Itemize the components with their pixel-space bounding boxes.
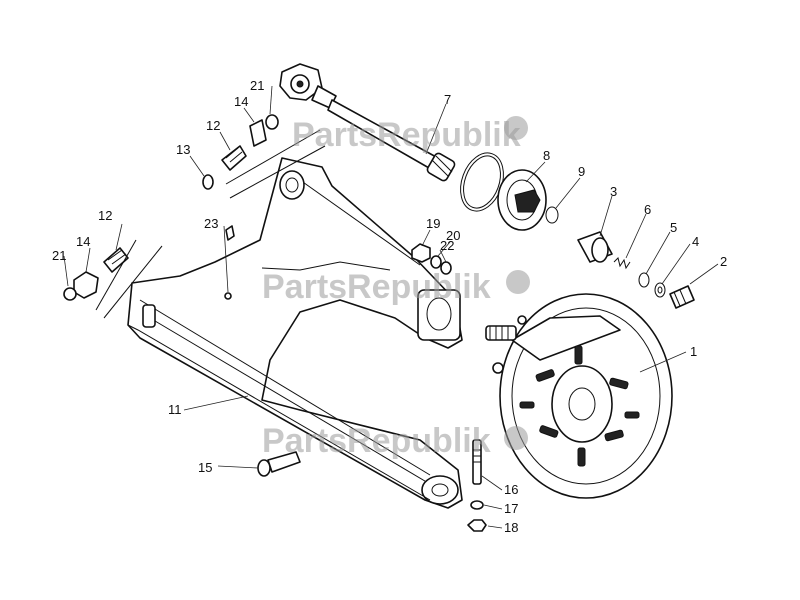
swing-arm — [127, 157, 463, 509]
leader-lines — [63, 85, 719, 529]
label-9: 9 — [578, 164, 585, 179]
watermark-text: PartsRepublik — [292, 116, 521, 154]
label-12-upper: 12 — [206, 118, 220, 133]
pivot-pin-upper — [202, 114, 326, 199]
o-ring — [545, 206, 559, 224]
grease-nipple — [224, 225, 235, 300]
label-14-upper: 14 — [234, 94, 248, 109]
gear-icon — [504, 116, 528, 140]
pinion-gear — [669, 285, 695, 309]
label-8: 8 — [543, 148, 550, 163]
label-16: 16 — [504, 482, 518, 497]
label-18: 18 — [504, 520, 518, 535]
label-5: 5 — [670, 220, 677, 235]
label-11: 11 — [168, 402, 182, 417]
label-14-lower: 14 — [76, 234, 90, 249]
pinion-housing — [497, 169, 547, 231]
label-2: 2 — [720, 254, 727, 269]
drum-ribs — [519, 345, 640, 467]
label-22: 22 — [440, 238, 454, 253]
watermark-text: PartsRepublik — [262, 422, 491, 460]
bushing — [577, 231, 613, 263]
nut-18 — [467, 519, 487, 532]
label-20: 20 — [446, 228, 460, 243]
watermark-middle: PartsRepublik — [262, 268, 530, 306]
label-6: 6 — [644, 202, 651, 217]
brake-drum — [485, 293, 673, 499]
washer-20 — [430, 255, 442, 269]
label-7: 7 — [444, 92, 451, 107]
label-21-upper: 21 — [250, 78, 264, 93]
washer-17 — [470, 500, 484, 510]
label-17: 17 — [504, 501, 518, 516]
washer-4 — [654, 282, 666, 298]
label-12-lower: 12 — [98, 208, 112, 223]
label-19: 19 — [426, 216, 440, 231]
label-23: 23 — [204, 216, 218, 231]
washer-5 — [638, 272, 650, 288]
watermark-text: PartsRepublik — [262, 268, 491, 306]
label-4: 4 — [692, 234, 699, 249]
bolt-15 — [257, 451, 301, 477]
label-15: 15 — [198, 460, 212, 475]
watermark-bottom: PartsRepublik — [262, 422, 528, 460]
label-1: 1 — [690, 344, 697, 359]
label-21-lower: 21 — [52, 248, 66, 263]
bolt-16 — [472, 439, 482, 485]
gear-icon — [504, 426, 528, 450]
gear-icon — [506, 270, 530, 294]
cardan-shaft — [279, 63, 456, 182]
label-3: 3 — [610, 184, 617, 199]
label-13: 13 — [176, 142, 190, 157]
nut-19 — [411, 243, 431, 263]
pivot-pin-lower — [63, 239, 163, 319]
spring — [613, 257, 631, 270]
watermark-top: PartsRepublik — [292, 116, 528, 154]
callout-labels: 1 2 3 4 5 6 7 8 9 11 12 12 13 14 14 15 1… — [52, 78, 727, 535]
